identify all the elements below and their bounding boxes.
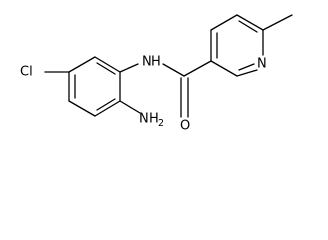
c-nh2-bond — [119, 100, 141, 114]
chemical-structure-diagram: Cl N H 2 N H O N — [20, 14, 293, 134]
ring-double-bond — [96, 62, 116, 75]
carbonyl-oxygen-label: O — [180, 119, 190, 134]
benzene-ring — [68, 56, 121, 117]
amine-group-label: N H 2 — [139, 112, 164, 130]
amine-hydrogen-label: H — [149, 112, 159, 127]
amine-h-count-subscript: 2 — [158, 118, 164, 129]
amide-nitrogen-label: N — [142, 55, 152, 70]
ring-double-bond — [96, 98, 116, 111]
ring-double-bond — [238, 63, 255, 71]
methyl-bond — [262, 14, 293, 31]
amide-nh-label: N H — [142, 55, 161, 70]
pyridine-ring — [210, 14, 264, 77]
ring-bond — [68, 56, 96, 73]
ring-bond — [94, 100, 121, 117]
ring-bond — [68, 100, 96, 117]
ring-bond — [210, 14, 238, 31]
chlorine-atom-label: Cl — [20, 65, 33, 80]
ring-bond — [236, 69, 258, 77]
ring-bond — [94, 56, 121, 73]
carbonyl-pyridine-bond — [183, 60, 212, 77]
ring-double-bond — [238, 20, 258, 33]
amide-hydrogen-label: H — [151, 55, 161, 70]
c-nh-bond — [119, 63, 139, 73]
ring-bond — [236, 14, 264, 31]
ring-bond — [210, 60, 238, 77]
pyridine-nitrogen-label: N — [257, 57, 267, 72]
amine-nitrogen-label: N — [139, 112, 149, 127]
nh-carbonyl-bond — [162, 63, 185, 77]
